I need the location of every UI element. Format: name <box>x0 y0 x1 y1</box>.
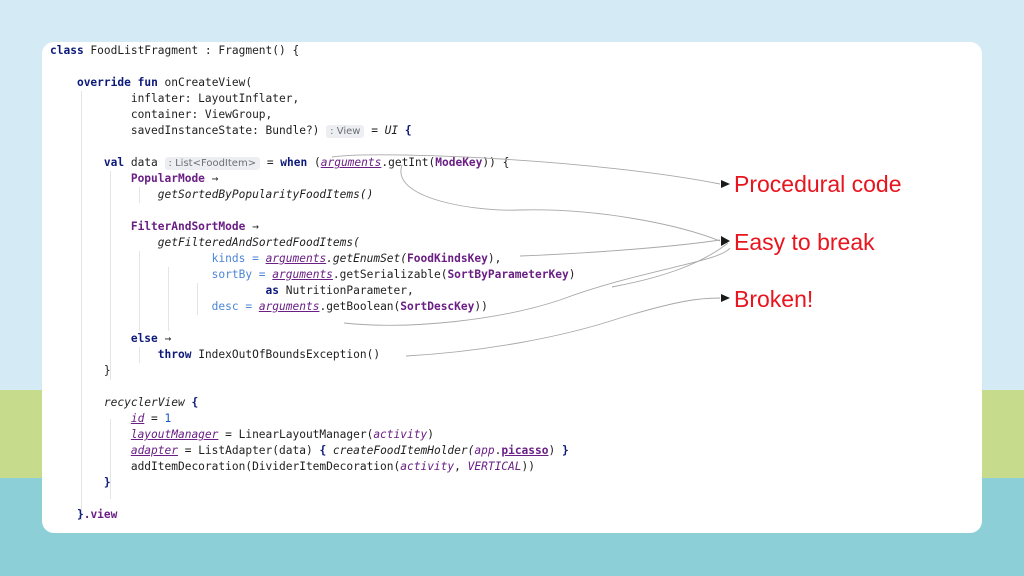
indent-guide <box>139 187 140 203</box>
code-line: adapter = ListAdapter(data) { createFood… <box>130 444 569 457</box>
indent-guide <box>110 171 111 380</box>
code-line: PopularMode → <box>130 172 219 185</box>
code-line: kinds = arguments.getEnumSet(FoodKindsKe… <box>211 252 502 265</box>
type-hint: : List<FoodItem> <box>164 157 261 170</box>
code-line: container: ViewGroup, <box>130 108 273 121</box>
code-line: else → <box>130 332 172 345</box>
code-line: }.view <box>76 508 118 521</box>
code-line: recyclerView { <box>103 396 199 409</box>
callout-procedural-code: Procedural code <box>734 171 902 197</box>
code-line: } <box>103 364 111 377</box>
code-line: inflater: LayoutInflater, <box>130 92 300 105</box>
code-line: savedInstanceState: Bundle?) : View = UI… <box>130 124 412 138</box>
code-line: val data : List<FoodItem> = when (argume… <box>103 156 510 170</box>
indent-guide <box>139 251 140 331</box>
code-line: addItemDecoration(DividerItemDecoration(… <box>130 460 535 473</box>
indent-guide <box>139 347 140 363</box>
code-line: desc = arguments.getBoolean(SortDescKey)… <box>211 300 488 313</box>
code-line: getSortedByPopularityFoodItems() <box>157 188 374 201</box>
code-line: as NutritionParameter, <box>265 284 414 297</box>
callout-broken: Broken! <box>734 286 814 312</box>
type-hint: : View <box>326 125 365 138</box>
code-line: class FoodListFragment : Fragment() { <box>50 44 300 57</box>
code-line: } <box>103 476 111 489</box>
code-line: id = 1 <box>130 412 172 425</box>
code-block: class FoodListFragment : Fragment() { ov… <box>42 42 722 533</box>
indent-guide <box>197 283 198 315</box>
code-line: override fun onCreateView( <box>76 76 253 89</box>
indent-guide <box>81 91 82 520</box>
code-line: FilterAndSortMode → <box>130 220 259 233</box>
code-line: layoutManager = LinearLayoutManager(acti… <box>130 428 434 441</box>
code-line: getFilteredAndSortedFoodItems( <box>157 236 360 249</box>
code-line: throw IndexOutOfBoundsException() <box>157 348 381 361</box>
indent-guide <box>110 419 111 499</box>
code-card: class FoodListFragment : Fragment() { ov… <box>42 42 982 533</box>
callout-easy-to-break: Easy to break <box>734 229 875 255</box>
indent-guide <box>168 267 169 331</box>
code-line: sortBy = arguments.getSerializable(SortB… <box>211 268 576 281</box>
